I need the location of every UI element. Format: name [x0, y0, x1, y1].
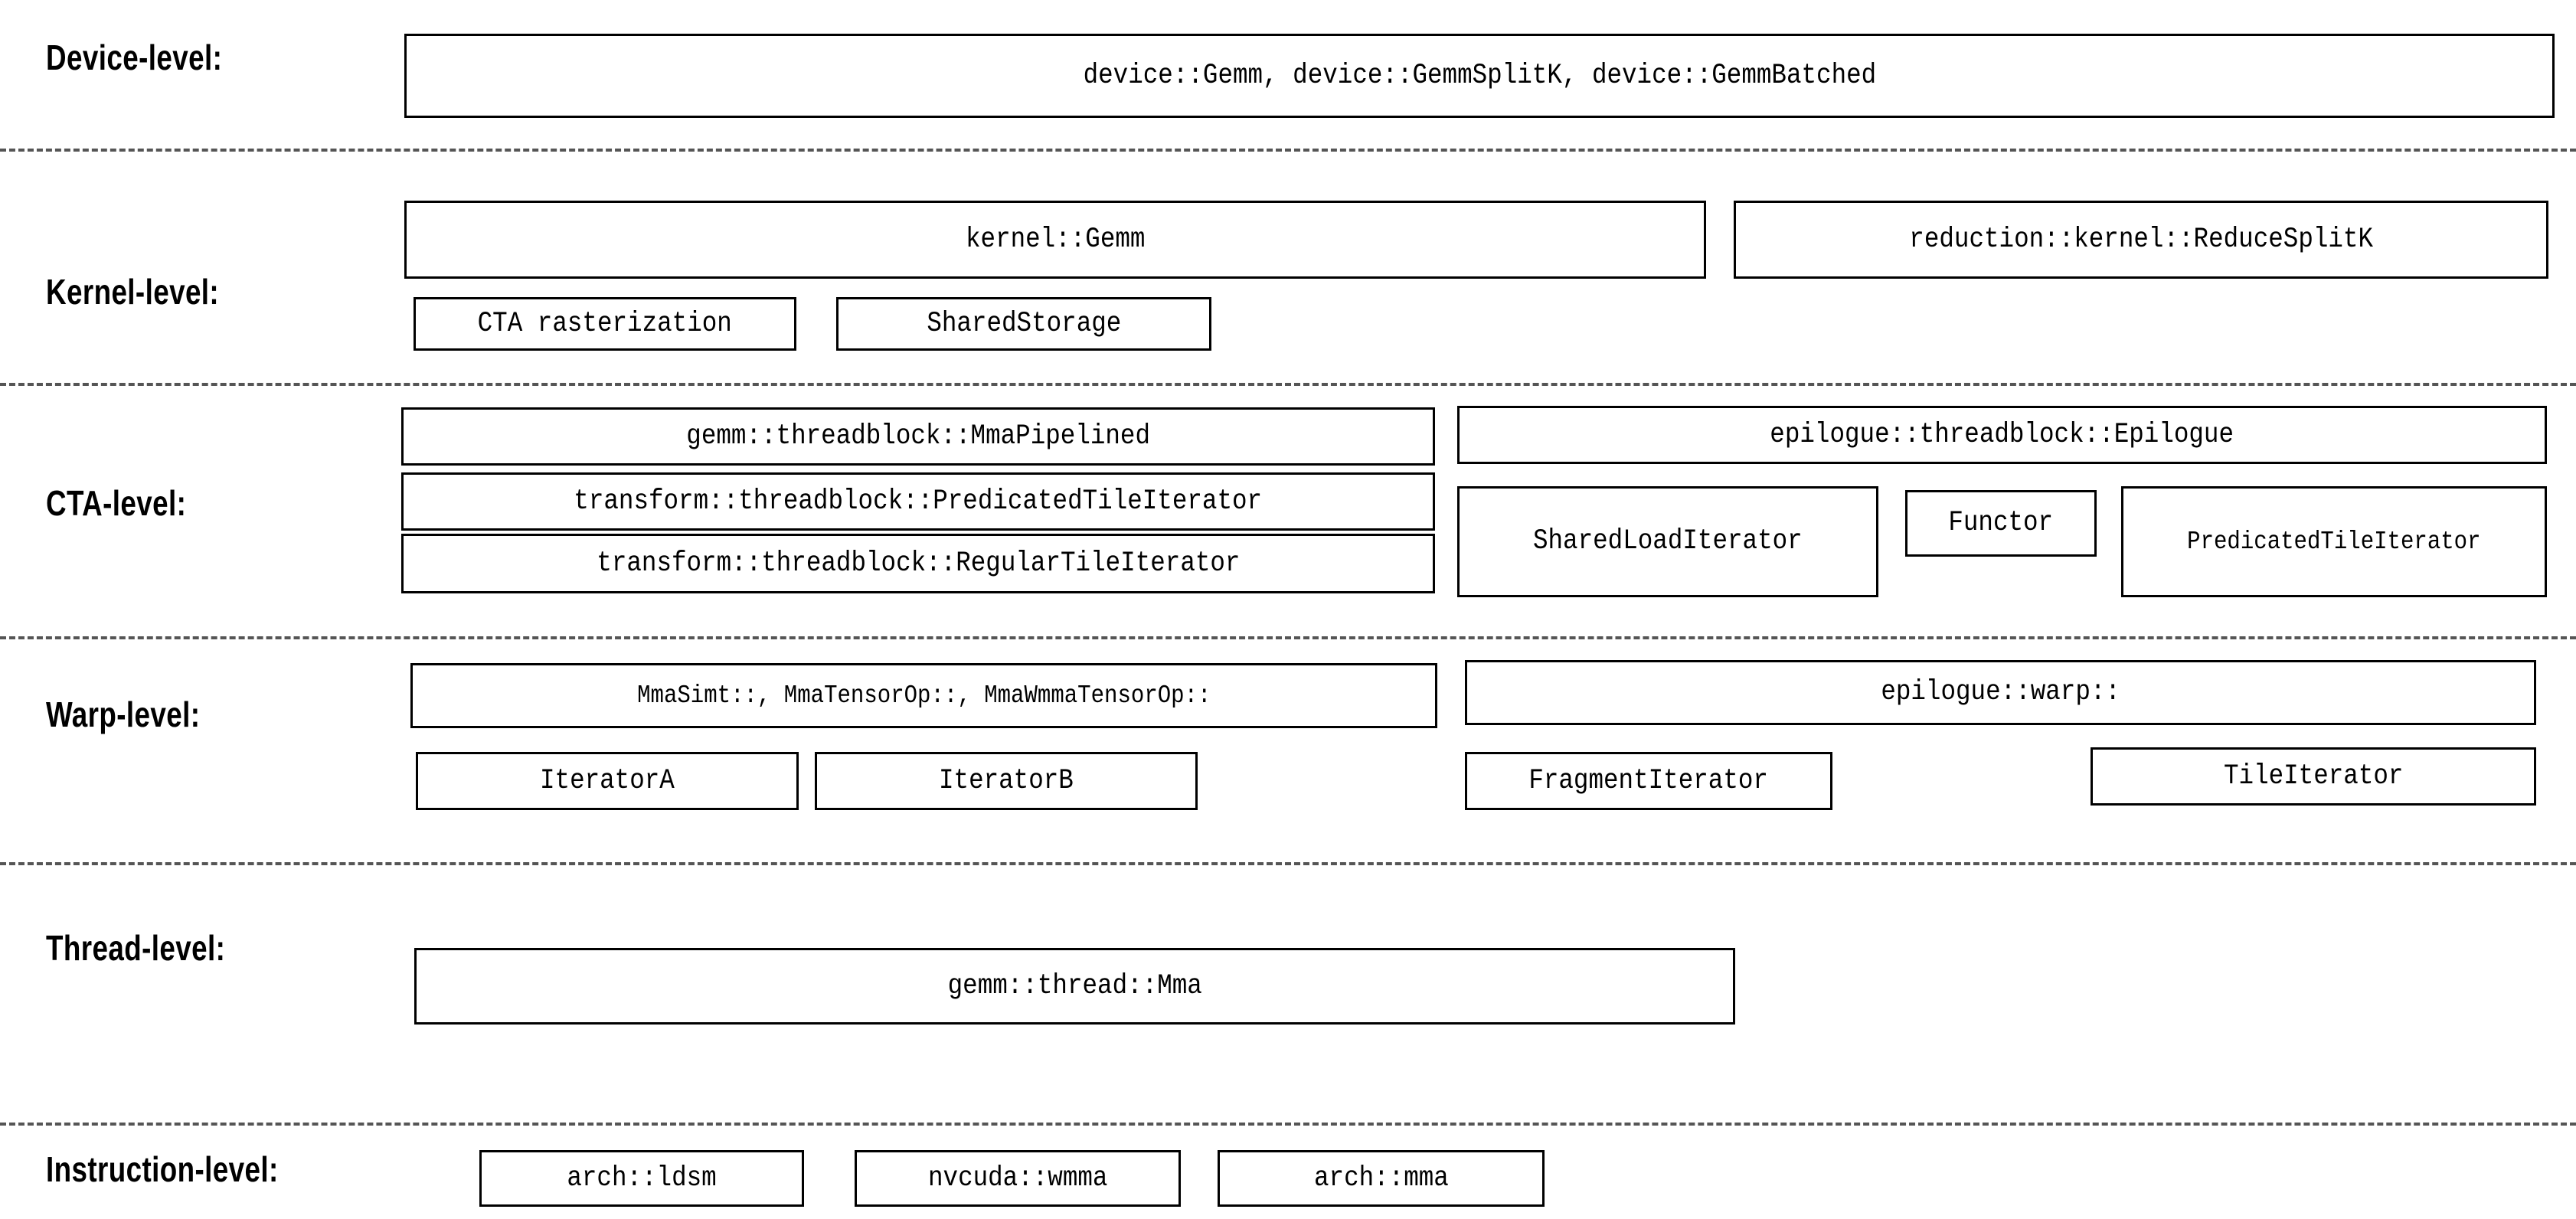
divider-thread-instruction: [0, 1123, 2576, 1126]
box-threadblock-mmapipelined-label: gemm::threadblock::MmaPipelined: [686, 420, 1150, 453]
box-sharedloaditerator-label: SharedLoadIterator: [1533, 525, 1803, 557]
box-fragmentiterator-label: FragmentIterator: [1528, 764, 1769, 797]
box-device-gemm[interactable]: device::Gemm, device::GemmSplitK, device…: [404, 34, 2555, 118]
level-label-warp: Warp-level:: [46, 694, 201, 734]
box-shared-storage[interactable]: SharedStorage: [836, 297, 1211, 351]
box-cta-rasterization[interactable]: CTA rasterization: [414, 297, 796, 351]
box-tileiterator-label: TileIterator: [2223, 760, 2404, 793]
box-epilogue-threadblock-epilogue[interactable]: epilogue::threadblock::Epilogue: [1457, 406, 2547, 464]
box-iterator-b[interactable]: IteratorB: [815, 752, 1198, 810]
box-gemm-thread-mma[interactable]: gemm::thread::Mma: [414, 948, 1735, 1025]
box-reduction-reducesplitk-label: reduction::kernel::ReduceSplitK: [1909, 223, 2373, 256]
box-nvcuda-wmma-label: nvcuda::wmma: [927, 1162, 1108, 1194]
level-label-instruction: Instruction-level:: [46, 1149, 279, 1189]
box-arch-mma[interactable]: arch::mma: [1218, 1150, 1545, 1207]
box-functor[interactable]: Functor: [1905, 490, 2097, 557]
box-epilogue-predicatedtileiterator-label: PredicatedTileIterator: [2187, 528, 2481, 556]
box-warp-mma-variants[interactable]: MmaSimt::, MmaTensorOp::, MmaWmmaTensorO…: [410, 663, 1437, 728]
box-kernel-gemm[interactable]: kernel::Gemm: [404, 201, 1706, 279]
divider-cta-warp: [0, 636, 2576, 639]
box-cta-rasterization-label: CTA rasterization: [477, 307, 733, 340]
box-sharedloaditerator[interactable]: SharedLoadIterator: [1457, 486, 1878, 597]
box-epilogue-predicatedtileiterator[interactable]: PredicatedTileIterator: [2121, 486, 2547, 597]
box-epilogue-warp[interactable]: epilogue::warp::: [1465, 660, 2536, 725]
box-nvcuda-wmma[interactable]: nvcuda::wmma: [855, 1150, 1181, 1207]
level-label-cta: CTA-level:: [46, 483, 187, 523]
box-arch-ldsm[interactable]: arch::ldsm: [479, 1150, 804, 1207]
box-device-gemm-label: device::Gemm, device::GemmSplitK, device…: [1083, 59, 1876, 92]
box-gemm-thread-mma-label: gemm::thread::Mma: [947, 969, 1202, 1002]
level-label-thread: Thread-level:: [46, 928, 226, 968]
box-transform-regulartileiterator-label: transform::threadblock::RegularTileItera…: [596, 547, 1241, 580]
box-reduction-reducesplitk[interactable]: reduction::kernel::ReduceSplitK: [1734, 201, 2548, 279]
box-iterator-a-label: IteratorA: [540, 764, 675, 797]
box-fragmentiterator[interactable]: FragmentIterator: [1465, 752, 1832, 810]
level-label-device: Device-level:: [46, 38, 223, 77]
box-tileiterator[interactable]: TileIterator: [2091, 747, 2536, 806]
box-transform-predicatedtileiterator[interactable]: transform::threadblock::PredicatedTileIt…: [401, 472, 1435, 531]
box-functor-label: Functor: [1948, 507, 2054, 539]
box-iterator-b-label: IteratorB: [939, 764, 1074, 797]
box-arch-mma-label: arch::mma: [1313, 1162, 1449, 1194]
box-transform-predicatedtileiterator-label: transform::threadblock::PredicatedTileIt…: [574, 485, 1263, 518]
divider-warp-thread: [0, 862, 2576, 865]
box-iterator-a[interactable]: IteratorA: [416, 752, 799, 810]
box-transform-regulartileiterator[interactable]: transform::threadblock::RegularTileItera…: [401, 534, 1435, 593]
box-epilogue-threadblock-epilogue-label: epilogue::threadblock::Epilogue: [1770, 418, 2234, 451]
divider-kernel-cta: [0, 383, 2576, 386]
level-label-kernel: Kernel-level:: [46, 272, 220, 312]
box-epilogue-warp-label: epilogue::warp::: [1881, 676, 2120, 708]
box-warp-mma-variants-label: MmaSimt::, MmaTensorOp::, MmaWmmaTensorO…: [636, 681, 1211, 710]
box-shared-storage-label: SharedStorage: [926, 307, 1122, 340]
divider-device-kernel: [0, 149, 2576, 152]
box-threadblock-mmapipelined[interactable]: gemm::threadblock::MmaPipelined: [401, 407, 1435, 466]
box-arch-ldsm-label: arch::ldsm: [567, 1162, 717, 1194]
box-kernel-gemm-label: kernel::Gemm: [965, 223, 1146, 256]
